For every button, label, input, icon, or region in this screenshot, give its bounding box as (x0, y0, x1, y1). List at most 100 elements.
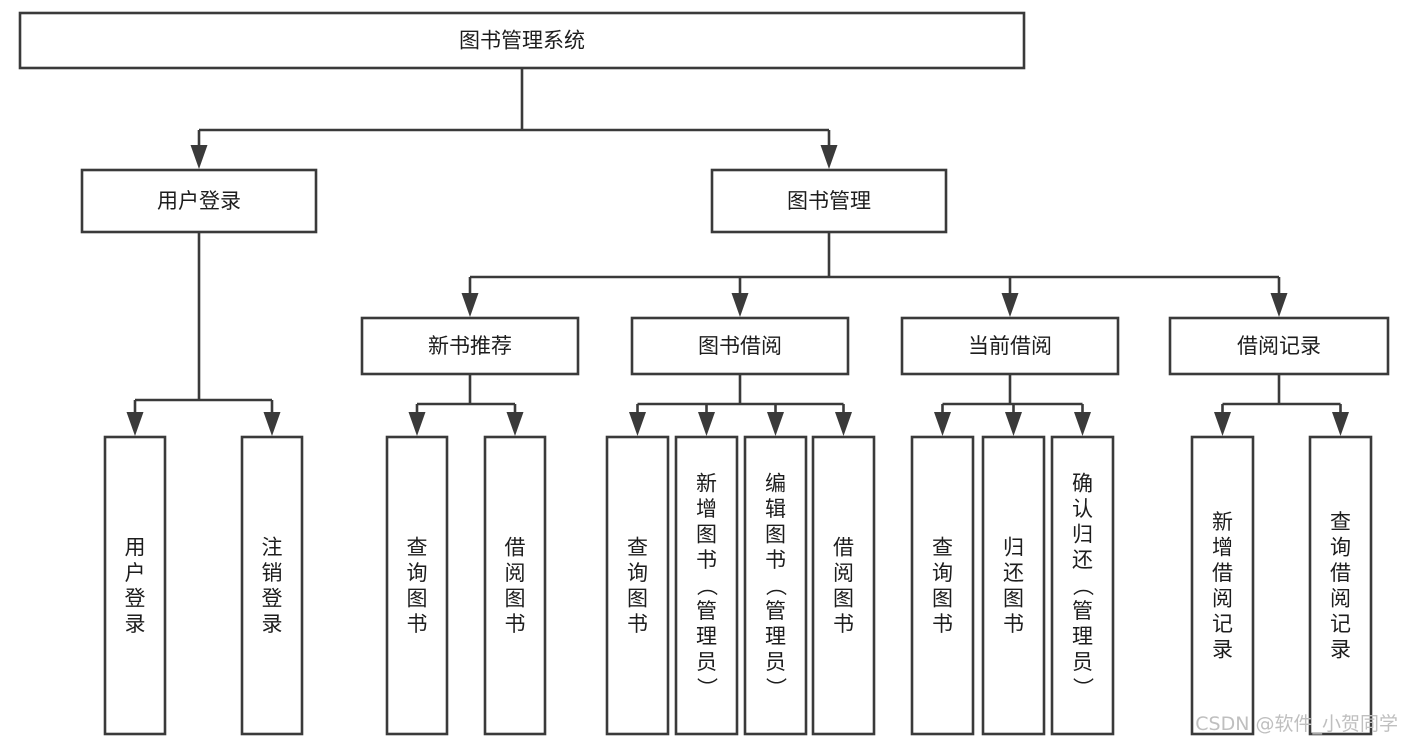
connector-group (408, 374, 524, 436)
node-borrow-record[interactable]: 借阅记录 (1168, 316, 1390, 376)
node-box[interactable] (743, 435, 808, 736)
node-leaf-user-login[interactable]: 用户登录 (103, 435, 167, 736)
node-label-char: 员 (765, 650, 786, 674)
node-label-char: 记 (1212, 612, 1233, 636)
node-box[interactable] (1168, 316, 1390, 376)
arrow-head-icon (408, 412, 426, 436)
node-box[interactable] (385, 435, 449, 736)
node-label-char: 编 (765, 472, 786, 496)
node-label-char: 录 (125, 612, 146, 636)
node-label-char: 询 (1330, 535, 1351, 559)
arrow-head-icon (934, 412, 951, 436)
arrow-head-icon (820, 145, 838, 169)
node-box[interactable] (900, 316, 1120, 376)
node-box[interactable] (80, 168, 318, 234)
node-box[interactable] (1050, 435, 1115, 736)
arrow-head-icon (126, 412, 144, 436)
node-label-char: 图 (932, 586, 953, 610)
node-box[interactable] (674, 435, 739, 736)
node-label-char: 户 (125, 561, 146, 585)
node-box[interactable] (710, 168, 948, 234)
node-label-char: （ (764, 575, 788, 596)
node-label-char: 还 (1003, 561, 1024, 585)
node-label-char: 图 (627, 586, 648, 610)
node-label-char: ） (764, 677, 788, 698)
node-box[interactable] (240, 435, 304, 736)
node-current-borrow[interactable]: 当前借阅 (900, 316, 1120, 376)
node-label-char: 查 (407, 535, 428, 559)
node-label-char: 书 (505, 612, 526, 636)
node-label-char: 书 (696, 548, 717, 572)
node-label: 图书管理系统 (459, 29, 585, 53)
node-box[interactable] (811, 435, 876, 736)
arrow-head-icon (1214, 412, 1231, 436)
connector-group (190, 68, 838, 169)
node-label-char: 借 (1212, 561, 1233, 585)
node-book-borrow[interactable]: 图书借阅 (630, 316, 850, 376)
node-new-book-rec[interactable]: 新书推荐 (360, 316, 580, 376)
node-label-char: （ (695, 575, 719, 596)
node-box[interactable] (103, 435, 167, 736)
node-label-char: 阅 (1330, 586, 1351, 610)
node-book-manage[interactable]: 图书管理 (710, 168, 948, 234)
node-box[interactable] (1308, 435, 1373, 736)
arrow-head-icon (767, 412, 784, 436)
node-label-char: 图 (407, 586, 428, 610)
arrow-head-icon (263, 412, 281, 436)
node-label-char: 增 (696, 497, 717, 521)
node-label-char: 员 (696, 650, 717, 674)
node-box[interactable] (630, 316, 850, 376)
node-label-char: 书 (627, 612, 648, 636)
arrow-head-icon (731, 293, 749, 317)
node-box[interactable] (483, 435, 547, 736)
node-label-char: 辑 (765, 497, 786, 521)
node-label: 当前借阅 (968, 334, 1052, 358)
node-label: 用户登录 (157, 189, 241, 213)
node-label-char: 新 (1212, 510, 1233, 534)
node-box[interactable] (910, 435, 975, 736)
node-box[interactable] (360, 316, 580, 376)
node-user-login[interactable]: 用户登录 (80, 168, 318, 234)
node-label-char: 图 (765, 523, 786, 547)
node-label-char: 理 (765, 625, 786, 649)
node-label-char: 图 (696, 523, 717, 547)
node-box[interactable] (981, 435, 1046, 736)
arrow-head-icon (1005, 412, 1022, 436)
node-label-char: 管 (696, 599, 717, 623)
node-label-char: 录 (1330, 637, 1351, 661)
node-label: 借阅记录 (1237, 334, 1321, 358)
connector-group (126, 232, 281, 436)
connector-group (1214, 374, 1349, 436)
node-root[interactable]: 图书管理系统 (18, 11, 1026, 70)
node-label-char: 确 (1072, 472, 1093, 496)
node-label-char: 用 (125, 535, 146, 559)
node-box[interactable] (18, 11, 1026, 70)
arrow-head-icon (506, 412, 524, 436)
node-label-char: 录 (262, 612, 283, 636)
node-label-char: 理 (696, 625, 717, 649)
node-label-char: 新 (696, 472, 717, 496)
node-label: 新书推荐 (428, 334, 512, 358)
node-label-char: 员 (1072, 650, 1093, 674)
node-box[interactable] (605, 435, 670, 736)
node-box[interactable] (1190, 435, 1255, 736)
node-label-char: 认 (1072, 497, 1093, 521)
node-label-char: 书 (407, 612, 428, 636)
arrow-head-icon (1074, 412, 1091, 436)
node-label-char: ） (695, 677, 719, 698)
node-label-char: 借 (505, 535, 526, 559)
